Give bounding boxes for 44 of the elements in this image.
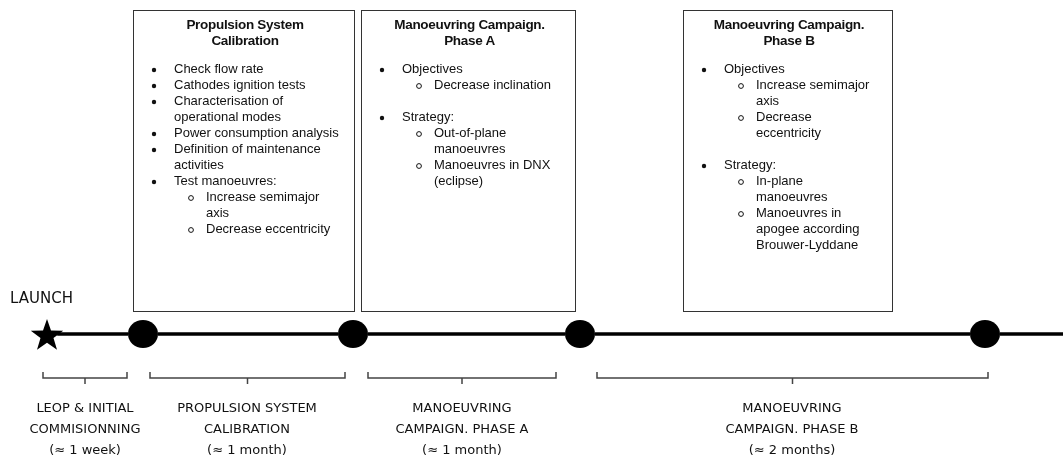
milestone-dot	[565, 320, 595, 348]
card-heading: Manoeuvring Campaign. Phase B	[712, 17, 866, 49]
phase-label: (≈ 1 month)	[206, 441, 288, 459]
list-item-text: Strategy:	[402, 109, 455, 124]
list-item-text: Definition of maintenance activities	[174, 141, 321, 172]
list-item-text: Strategy:	[724, 157, 777, 172]
card-heading: Propulsion System Calibration	[185, 17, 305, 49]
list-item-text: Decrease eccentricity	[756, 109, 822, 140]
phase-label: (≈ 1 week)	[48, 441, 122, 459]
duration-label: PROPULSION SYSTEM CALIBRATION	[176, 399, 318, 438]
phase-card	[133, 10, 355, 312]
duration-label: MANOEUVRING CAMPAIGN. PHASE A	[394, 399, 530, 438]
list-item-text: Increase semimajor axis	[206, 189, 320, 220]
timeline-line	[368, 332, 565, 336]
launch-label: LAUNCH	[10, 288, 73, 309]
timeline-line	[595, 332, 970, 336]
list-item-text: Manoeuvres in DNX (eclipse)	[434, 157, 551, 188]
phase-card	[683, 10, 893, 312]
list-item-text: Objectives	[402, 61, 463, 76]
launch-star	[30, 317, 64, 351]
phase-label: (≈ 1 month)	[421, 441, 503, 459]
list-item-text: Out-of-plane manoeuvres	[434, 125, 507, 156]
list-item-text: Increase semimajor axis	[756, 77, 870, 108]
card-heading: Manoeuvring Campaign. Phase A	[393, 17, 546, 49]
timeline-line	[1000, 332, 1063, 336]
milestone-dot	[338, 320, 368, 348]
list-item-text: Decrease eccentricity	[206, 221, 331, 236]
duration-label: LEOP & INITIAL COMMISIONNING	[28, 399, 142, 438]
duration-label: MANOEUVRING CAMPAIGN. PHASE B	[724, 399, 860, 438]
milestone-dot	[970, 320, 1000, 348]
list-item-text: Check flow rate	[174, 61, 264, 76]
timeline-line	[158, 332, 338, 336]
milestone-dot	[128, 320, 158, 348]
list-item-text: Power consumption analysis	[174, 125, 339, 140]
list-item-text: Test manoeuvres:	[174, 173, 277, 188]
list-item-text: In-plane manoeuvres	[756, 173, 828, 204]
list-item-text: Manoeuvres in apogee according Brouwer-Lyddane	[756, 205, 860, 252]
list-item-text: Cathodes ignition tests	[174, 77, 306, 92]
phase-card	[361, 10, 576, 312]
timeline-line	[57, 332, 128, 336]
list-item-text: Decrease inclination	[434, 77, 552, 92]
phase-label: (≈ 2 months)	[747, 441, 837, 459]
list-item-text: Objectives	[724, 61, 785, 76]
list-item-text: Characterisation of operational modes	[174, 93, 284, 124]
